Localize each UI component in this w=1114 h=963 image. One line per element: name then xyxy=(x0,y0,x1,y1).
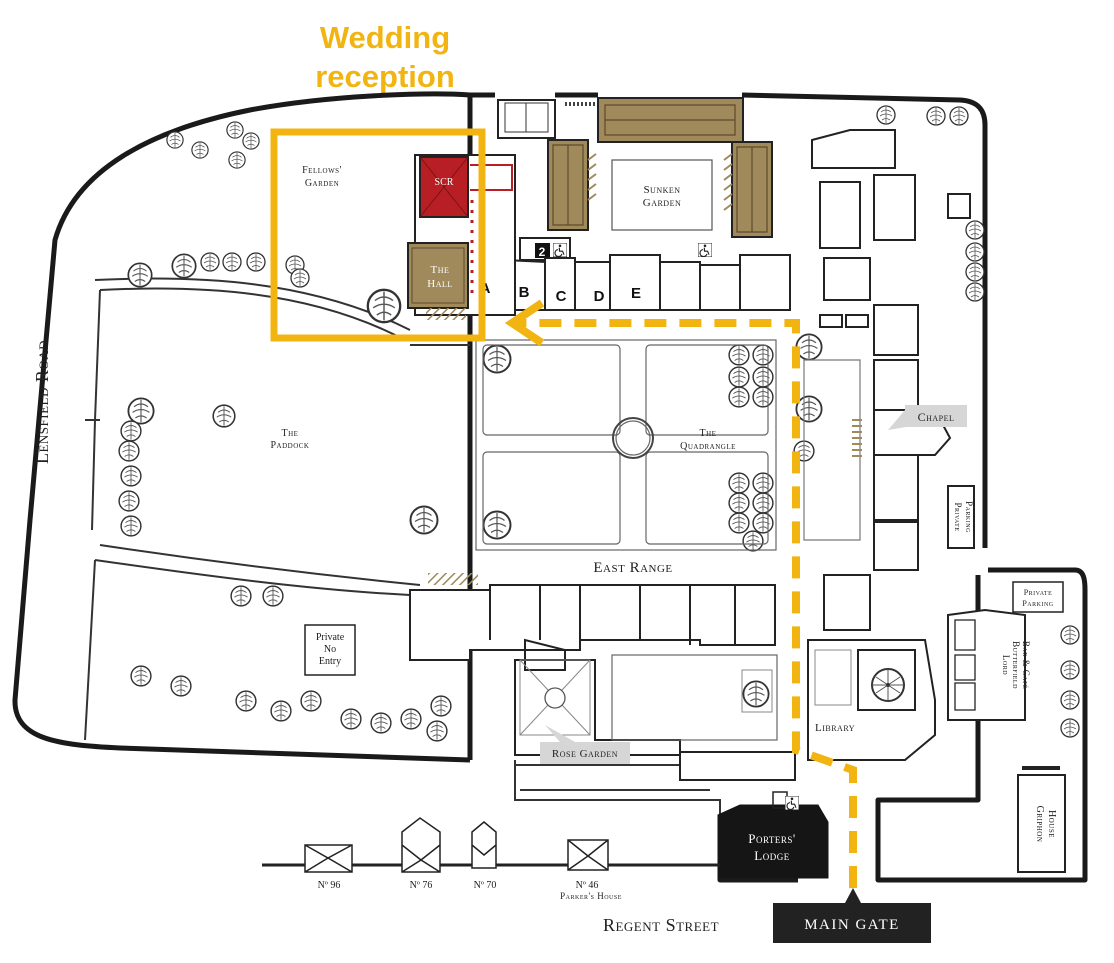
tree-icon xyxy=(742,680,770,708)
hall-block xyxy=(407,154,516,320)
label-griphon-house-1: Griphon xyxy=(1034,806,1045,843)
wheelchair-icon xyxy=(553,243,567,257)
label-no46: Nº 46 xyxy=(576,880,599,891)
label-private-parking-b-1: Private xyxy=(1024,588,1053,597)
label-chapel: Chapel xyxy=(918,410,955,424)
label-parkers-house: Parker's House xyxy=(560,891,622,901)
label-paddock-1: The xyxy=(282,428,299,439)
chapel-label-box xyxy=(905,405,967,427)
label-fellows-garden-1: Fellows' xyxy=(302,165,342,176)
callout-line-2: reception xyxy=(315,59,455,94)
label-no70: Nº 70 xyxy=(474,880,497,891)
regent-street-houses xyxy=(262,817,720,873)
reception-area-box xyxy=(270,128,486,342)
label-hall-1: The xyxy=(431,264,450,276)
label-hall-2: Hall xyxy=(427,278,453,290)
private-no-entry-box xyxy=(304,624,356,676)
label-lord-butterfield-3: Bar & Café xyxy=(1021,641,1031,689)
north-court xyxy=(497,97,773,261)
east-side-buildings xyxy=(803,129,975,631)
chapel-steps xyxy=(852,419,862,457)
callout-line-1: Wedding xyxy=(319,20,451,55)
route-highlight xyxy=(270,128,857,888)
label-sunken-garden-1: Sunken xyxy=(643,184,680,196)
label-stair-d: D xyxy=(594,288,605,305)
staircase-range xyxy=(504,254,791,311)
label-porters-lodge-1: Porters' xyxy=(748,831,796,846)
private-parking-box xyxy=(1012,581,1064,613)
label-lensfield-road: Lensfield Road xyxy=(32,340,52,464)
route-arrowhead xyxy=(504,299,545,347)
stair-ramps xyxy=(565,102,733,211)
label-sunken-garden-2: Garden xyxy=(643,197,682,209)
route-path xyxy=(515,319,857,888)
east-range xyxy=(409,573,776,661)
boundary-wall xyxy=(12,91,1088,883)
label-scr: SCR xyxy=(435,177,454,188)
label-fellows-garden-2: Garden xyxy=(305,178,339,189)
label-lord-butterfield-2: Butterfield xyxy=(1011,641,1021,689)
wheelchair-icon xyxy=(698,243,712,257)
label-main-gate: MAIN GATE xyxy=(804,917,900,933)
label-lord-butterfield-1: Lord xyxy=(1001,655,1011,675)
porters-lodge-building xyxy=(717,791,829,879)
quadrangle xyxy=(475,339,777,551)
label-library: Library xyxy=(815,722,855,734)
label-private-no-entry-1: Private xyxy=(316,632,345,643)
label-no76: Nº 76 xyxy=(410,880,433,891)
label-private-parking-2: Parking xyxy=(964,501,974,533)
rose-garden-label-box xyxy=(540,742,630,764)
main-gate: MAIN GATE xyxy=(773,888,931,943)
label-stair-e: E xyxy=(631,285,641,302)
label-rose-garden: Rose Garden xyxy=(552,748,618,760)
label-quadrangle-2: Quadrangle xyxy=(680,441,736,452)
umbrella-icon xyxy=(886,683,890,687)
label-quadrangle-1: The xyxy=(700,428,717,439)
label-private-no-entry-3: Entry xyxy=(319,656,341,667)
label-porters-lodge-2: Lodge xyxy=(754,848,789,863)
label-regent-street: Regent Street xyxy=(603,915,719,935)
label-east-range: East Range xyxy=(593,560,672,576)
label-stair-c: C xyxy=(556,288,567,305)
map-labels: Fellows' Garden SCR The Hall Sunken Gard… xyxy=(32,165,1057,935)
label-staircase-2: 2 xyxy=(539,245,546,259)
label-private-parking-1: Private xyxy=(953,502,963,531)
wheelchair-icon xyxy=(785,796,799,810)
east-complex xyxy=(741,608,1066,873)
wedding-reception-callout: Wedding reception xyxy=(300,18,470,96)
label-paddock-2: Paddock xyxy=(270,440,309,451)
label-no96: Nº 96 xyxy=(318,880,341,891)
label-griphon-house-2: House xyxy=(1046,810,1057,838)
south-court xyxy=(514,638,796,781)
label-private-no-entry-2: No xyxy=(324,644,336,655)
label-stair-b: B xyxy=(519,284,530,301)
label-private-parking-b-2: Parking xyxy=(1022,599,1053,608)
